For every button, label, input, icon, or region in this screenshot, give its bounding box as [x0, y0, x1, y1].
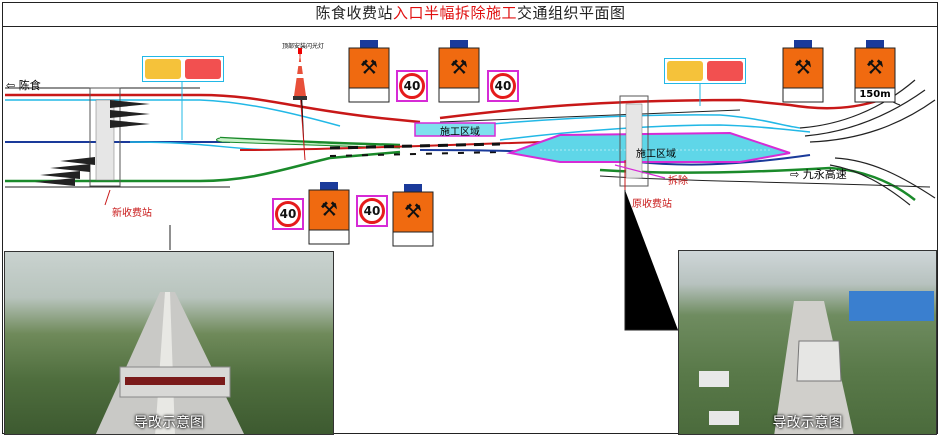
label-construction-zone-1: 施工区域 — [440, 127, 480, 138]
leader-new-station — [104, 189, 111, 206]
new-toll-station — [89, 87, 121, 187]
label-jiu-yong: ⇨ 九永高速 — [790, 168, 847, 181]
green-island — [216, 137, 401, 149]
photo-right-road — [699, 291, 934, 434]
work-sign-top-3: ⚒ — [780, 40, 826, 108]
dashed-lane-2 — [329, 151, 501, 157]
work-sign-top-2: ⚒ — [436, 40, 482, 108]
label-demolish: 拆除 — [668, 176, 688, 187]
title-part2: 入口半幅拆除施工 — [392, 4, 517, 22]
barrier-red — [707, 61, 743, 81]
svg-text:⚒: ⚒ — [450, 55, 468, 79]
road-boundary-right-bottom — [599, 175, 931, 188]
construction-zone-1 — [414, 122, 496, 137]
barrier-yellow — [145, 59, 181, 79]
cyan-lane-right-2 — [499, 124, 811, 141]
speed-limit-sign-2: 40 — [487, 70, 519, 102]
label-new-station: 新收费站 — [112, 208, 152, 219]
speed-limit-sign-4: 40 — [356, 195, 388, 227]
svg-text:⚒: ⚒ — [866, 55, 884, 79]
warning-light-icon — [292, 48, 308, 100]
leader-demolish — [614, 164, 666, 179]
label-traffic-light: 顶部安装闪光灯 — [282, 43, 325, 50]
red-road-right — [439, 98, 881, 120]
speed-limit-sign-1: 40 — [396, 70, 428, 102]
lane-arrows-left — [35, 100, 150, 186]
svg-text:⚒: ⚒ — [794, 55, 812, 79]
work-sign-bottom-1: ⚒ — [306, 182, 352, 250]
photo-connector-right — [624, 190, 678, 331]
distance-label: 150m — [859, 89, 891, 100]
construction-zone-2 — [506, 131, 791, 163]
cyan-lane-right-1 — [479, 114, 801, 129]
label-old-station: 原收费站 — [632, 199, 672, 210]
label-construction-zone-2: 施工区域 — [636, 149, 676, 160]
work-sign-bottom-2: ⚒ — [390, 184, 436, 252]
title-part3: 交通组织平面图 — [517, 4, 626, 22]
old-toll-station — [619, 95, 649, 187]
green-road-bottom — [5, 150, 401, 183]
svg-text:⚒: ⚒ — [360, 55, 378, 79]
work-sign-top-1: ⚒ — [346, 40, 392, 108]
curve-4 — [829, 164, 911, 206]
water-barrier-left — [142, 56, 224, 82]
curve-1 — [799, 79, 916, 129]
photo-left-road — [95, 292, 245, 434]
barrier-yellow — [667, 61, 703, 81]
barrier-red — [185, 59, 221, 79]
photo-left: 导改示意图 — [4, 251, 334, 435]
red-road-edge-top — [5, 93, 421, 124]
photo-left-caption: 导改示意图 — [134, 415, 204, 431]
photo-right-caption: 导改示意图 — [772, 415, 843, 431]
work-sign-top-4: ⚒ 150m — [852, 40, 898, 108]
page-title: 陈食收费站入口半幅拆除施工交通组织平面图 — [0, 0, 941, 27]
curve-3 — [809, 99, 936, 143]
title-part1: 陈食收费站 — [315, 4, 393, 22]
green-road-right — [599, 166, 916, 201]
svg-text:⚒: ⚒ — [404, 199, 422, 223]
speed-limit-sign-3: 40 — [272, 198, 304, 230]
curve-2 — [804, 89, 926, 137]
label-chen-shi: ⇦ 陈食 — [6, 79, 41, 92]
svg-text:⚒: ⚒ — [320, 197, 338, 221]
water-barrier-right — [664, 58, 746, 84]
curve-5 — [834, 157, 936, 199]
title-divider — [2, 26, 938, 27]
green-merge-lane — [219, 136, 401, 147]
photo-right: 导改示意图 — [678, 250, 937, 435]
road-boundary-right-top — [439, 109, 741, 123]
cyan-lane-top — [5, 99, 341, 127]
